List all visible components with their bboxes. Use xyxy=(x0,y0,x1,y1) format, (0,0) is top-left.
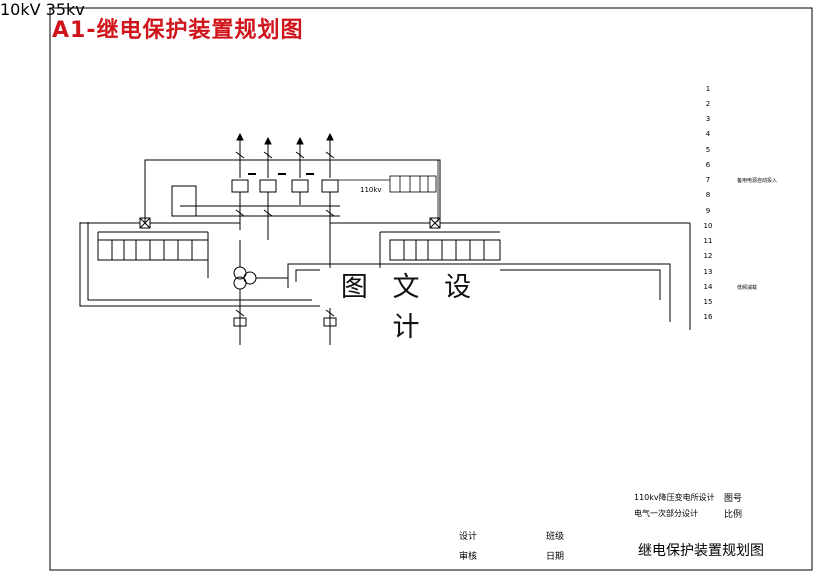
scale-label: 比例 xyxy=(724,510,743,520)
class-label: 班级 xyxy=(546,532,565,542)
drawing-title: A1-继电保护装置规划图 xyxy=(52,18,304,43)
legend-number: 14 xyxy=(703,282,713,291)
legend-number: 8 xyxy=(705,191,711,200)
watermark-text: 图 文 设 计 xyxy=(320,268,500,343)
project-line-2: 电气一次部分设计 xyxy=(634,509,698,518)
design-label: 设计 xyxy=(459,532,478,542)
transformer-section xyxy=(79,159,691,345)
bus-label-35kv: 35kv xyxy=(45,0,85,19)
legend-number: 6 xyxy=(705,160,711,169)
legend-number: 7 xyxy=(705,176,711,185)
legend-number: 10 xyxy=(703,221,713,230)
legend-text: 低频减载 xyxy=(737,284,758,291)
project-line-1: 110kv降压变电所设计 xyxy=(634,493,715,502)
legend-number: 4 xyxy=(705,130,711,139)
legend-number: 1 xyxy=(705,84,711,93)
legend-number: 16 xyxy=(703,313,713,322)
legend-number: 13 xyxy=(703,267,713,276)
legend-text: 备用电源自动投入 xyxy=(737,178,778,185)
legend-number: 3 xyxy=(705,115,711,124)
legend-number: 2 xyxy=(705,99,711,108)
legend-number: 11 xyxy=(703,237,713,246)
sheet-border xyxy=(49,7,813,571)
bus-label-110kv: 110kv xyxy=(360,186,382,194)
drawing-no-label: 图号 xyxy=(724,494,743,504)
drawing-title-block: 继电保护装置规划图 xyxy=(638,543,764,559)
protection-panel-110kv xyxy=(330,160,439,222)
legend-number: 9 xyxy=(705,206,711,215)
bus-label-10kv: 10kV xyxy=(0,0,41,19)
review-label: 审核 xyxy=(459,552,478,562)
legend-number: 12 xyxy=(703,252,713,261)
incoming-lines-110kv xyxy=(171,132,340,240)
date-label: 日期 xyxy=(546,552,565,562)
legend-number: 5 xyxy=(705,145,711,154)
legend-number: 15 xyxy=(703,298,713,307)
